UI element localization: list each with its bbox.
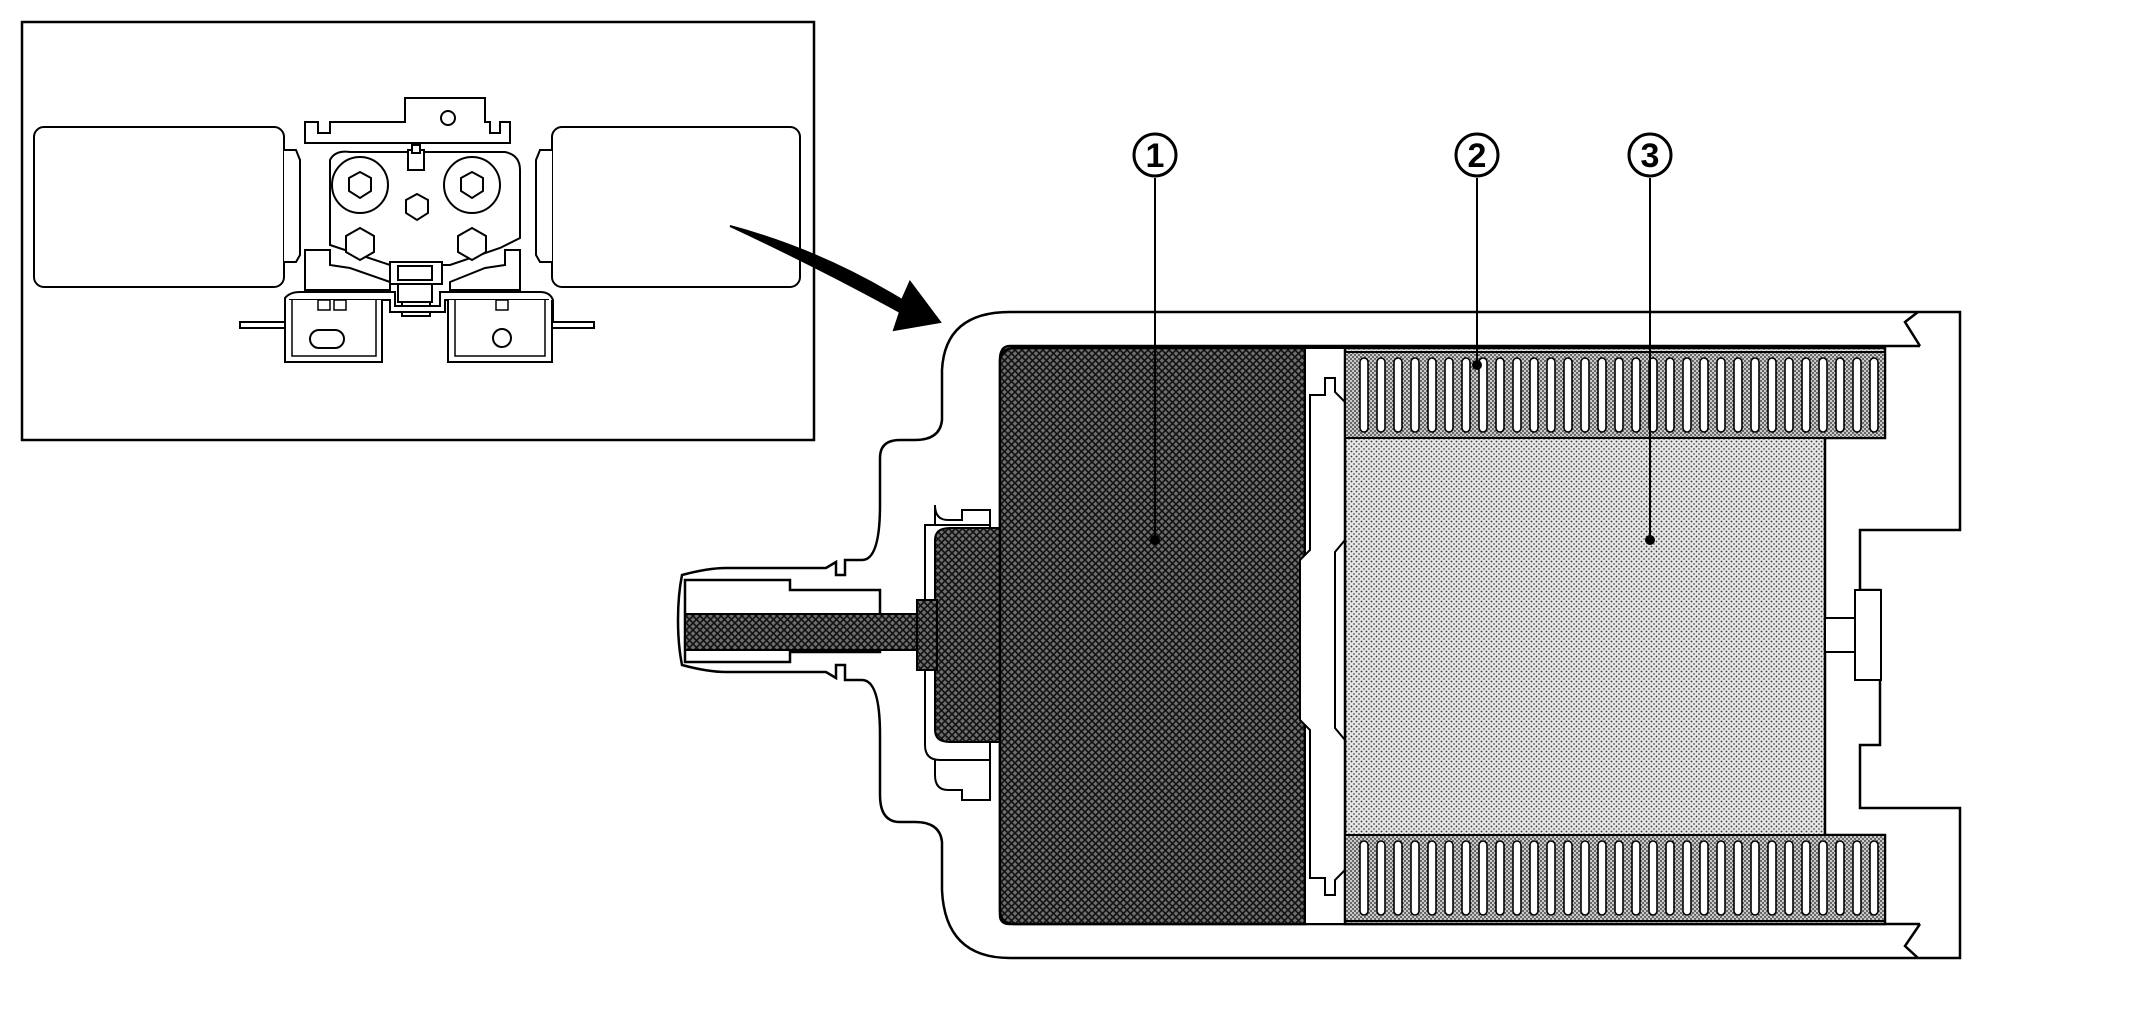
fin-slot [1529, 840, 1539, 916]
fin-slot [1699, 357, 1709, 433]
pointer-arrow [729, 225, 942, 332]
fin-slot [1869, 840, 1879, 916]
fin-slot [1580, 357, 1590, 433]
callout-3: 3 [1627, 132, 1673, 545]
fin-slot [1410, 840, 1420, 916]
fin-slot [1495, 357, 1505, 433]
seal-cup [934, 527, 1001, 743]
fin-slot [1631, 840, 1641, 916]
fin-slot [1376, 840, 1386, 916]
main-cutaway [676, 310, 1962, 960]
fin-slot [1852, 840, 1862, 916]
inset-left-block [33, 126, 285, 288]
fin-slot [1529, 357, 1539, 433]
fin-slot [1682, 357, 1692, 433]
fin-slot [1784, 840, 1794, 916]
component-1-body [998, 346, 1307, 926]
fin-slot [1835, 840, 1845, 916]
fin-slot [1716, 357, 1726, 433]
end-pin [1854, 589, 1882, 681]
callout-2-label: 2 [1468, 137, 1487, 175]
fin-slot [1580, 840, 1590, 916]
fin-slot [1733, 840, 1743, 916]
callout-3-badge [1627, 132, 1673, 178]
fin-slot [1869, 357, 1879, 433]
callout-2-badge [1454, 132, 1500, 178]
fin-slot [1682, 840, 1692, 916]
fins-bottom [1359, 840, 1879, 916]
callout-1-badge [1132, 132, 1178, 178]
fin-slot [1750, 840, 1760, 916]
fin-slot [1767, 357, 1777, 433]
fin-slot [1444, 357, 1454, 433]
callout-1-label: 1 [1146, 137, 1165, 175]
inset-view [20, 20, 816, 442]
fin-slot [1393, 357, 1403, 433]
fin-slot [1376, 357, 1386, 433]
inset-mount-rail [239, 291, 595, 329]
fin-slot [1546, 840, 1556, 916]
fin-slot [1750, 357, 1760, 433]
callout-2: 2 [1454, 132, 1500, 370]
fin-slot [1410, 357, 1420, 433]
fin-slot [1801, 840, 1811, 916]
fin-slot [1784, 357, 1794, 433]
fin-slot [1716, 840, 1726, 916]
fin-slot [1818, 357, 1828, 433]
fin-slot [1478, 840, 1488, 916]
callout-1: 1 [1132, 132, 1178, 545]
inset-top-tab [304, 97, 511, 144]
fin-slot [1461, 840, 1471, 916]
fin-slot [1699, 840, 1709, 916]
fin-slot [1393, 840, 1403, 916]
inset-right-block [551, 126, 801, 288]
fin-slot [1597, 840, 1607, 916]
fin-slot [1427, 357, 1437, 433]
fin-slot [1801, 357, 1811, 433]
fin-slot [1665, 357, 1675, 433]
fin-slot [1733, 357, 1743, 433]
fins-top [1359, 357, 1879, 433]
fin-slot [1614, 357, 1624, 433]
fin-slot [1461, 357, 1471, 433]
fin-slot [1563, 840, 1573, 916]
fin-slot [1359, 840, 1369, 916]
fin-slot [1665, 840, 1675, 916]
fin-slot [1427, 840, 1437, 916]
fin-slot [1835, 357, 1845, 433]
fin-slot [1614, 840, 1624, 916]
fin-slot [1444, 840, 1454, 916]
fin-slot [1648, 840, 1658, 916]
fin-slot [1512, 840, 1522, 916]
fin-slot [1852, 357, 1862, 433]
fin-slot [1631, 357, 1641, 433]
fin-slot [1359, 357, 1369, 433]
fin-slot [1478, 357, 1488, 433]
fin-slot [1512, 357, 1522, 433]
fin-slot [1495, 840, 1505, 916]
callout-3-label: 3 [1641, 137, 1660, 175]
fin-slot [1818, 840, 1828, 916]
fin-slot [1767, 840, 1777, 916]
fin-slot [1597, 357, 1607, 433]
fin-slot [1563, 357, 1573, 433]
fin-slot [1546, 357, 1556, 433]
shaft [684, 613, 918, 651]
